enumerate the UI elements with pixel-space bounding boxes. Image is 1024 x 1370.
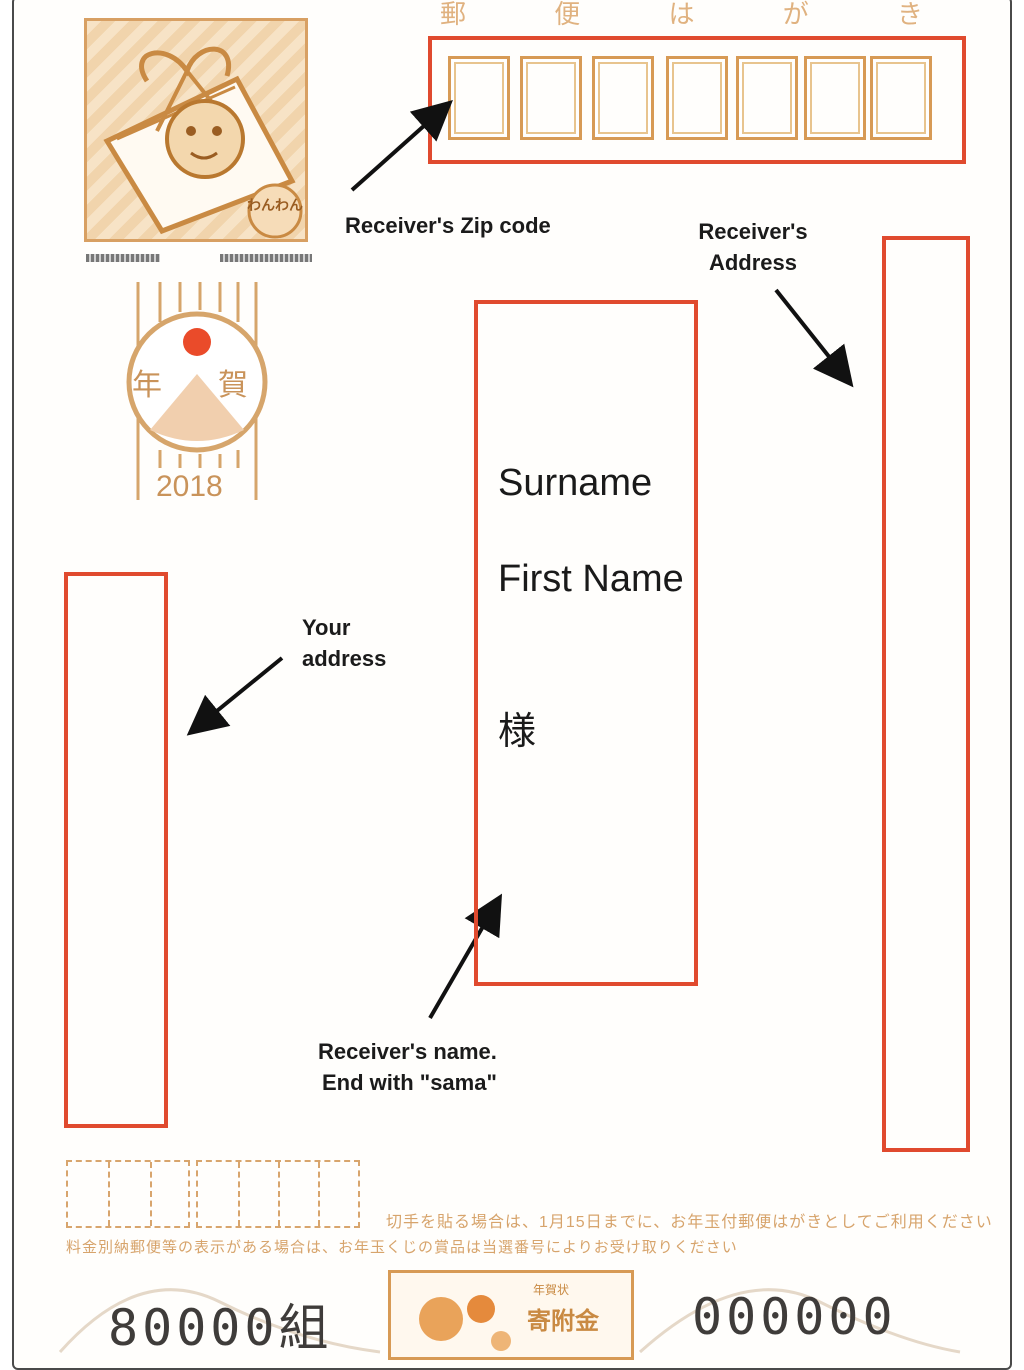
postmark-right-char: 賀 — [218, 368, 248, 403]
surname-text: Surname — [498, 462, 653, 504]
zip-code-label: Receiver's Zip code — [345, 213, 551, 238]
zip-digit-box[interactable] — [666, 56, 728, 140]
receiver-address-label: Receiver's Address — [690, 216, 816, 278]
charity-value: 寄附金 — [527, 1308, 599, 1335]
sender-zip-box-group[interactable] — [196, 1160, 360, 1228]
postage-stamp: わんわん — [84, 18, 308, 242]
receiver-address-label-line2: Address — [708, 250, 798, 275]
fine-print-line-1: 切手を貼る場合は、1月15日までに、お年玉付郵便はがきとしてご利用ください — [386, 1214, 993, 1231]
zip-digit-box[interactable] — [870, 56, 932, 140]
lottery-wave-pattern — [58, 1288, 961, 1354]
charity-stamp: 年賀状 寄附金 — [388, 1270, 634, 1360]
lottery-number: 000000 — [692, 1288, 897, 1346]
receiver-address-label-line1: Receiver's — [698, 219, 808, 244]
postmark-year: 2018 — [156, 470, 223, 503]
sender-address-label: Your address — [302, 612, 386, 674]
sender-address-label-line2: address — [302, 646, 387, 671]
new-year-gift-stamp-icon — [103, 46, 303, 239]
receiver-name-label-line1: Receiver's name. — [318, 1039, 497, 1064]
fine-print-line-2: 料金別納郵便等の表示がある場合は、お年玉くじの賞品は当選番号によりお受け取りくだ… — [66, 1239, 738, 1256]
postmark-left-char: 年 — [132, 368, 162, 403]
zip-arrow-icon — [350, 100, 453, 192]
sender-zip-box-group[interactable] — [66, 1160, 190, 1228]
mount-fuji-postmark-icon — [126, 282, 268, 500]
lottery-group-number: 80000組 — [108, 1299, 333, 1357]
receiver-name-box[interactable] — [474, 300, 698, 986]
honorific-text: 様 — [498, 709, 537, 753]
zip-digit-box[interactable] — [736, 56, 798, 140]
sender-address-label-line1: Your — [302, 615, 351, 640]
goldfish-icon — [419, 1295, 511, 1351]
stamp-barcode-right — [220, 254, 312, 262]
zip-digit-box[interactable] — [520, 56, 582, 140]
stamp-barcode-left — [86, 254, 160, 262]
zip-code-frame — [428, 36, 966, 164]
sender-address-box[interactable] — [64, 572, 168, 1128]
stamp-caption: わんわん — [247, 197, 303, 213]
receiver-name-label: Receiver's name. End with "sama" — [318, 1036, 497, 1098]
zip-digit-box[interactable] — [448, 56, 510, 140]
sender-arrow-icon — [186, 656, 284, 736]
zip-digit-box[interactable] — [592, 56, 654, 140]
zip-digit-box[interactable] — [804, 56, 866, 140]
receiver-address-box[interactable] — [882, 236, 970, 1152]
first-name-text: First Name — [498, 558, 684, 600]
address-arrow-icon — [774, 288, 854, 388]
charity-label: 年賀状 — [533, 1283, 570, 1297]
name-arrow-icon — [428, 893, 503, 1020]
receiver-name-label-line2: End with "sama" — [322, 1070, 497, 1095]
